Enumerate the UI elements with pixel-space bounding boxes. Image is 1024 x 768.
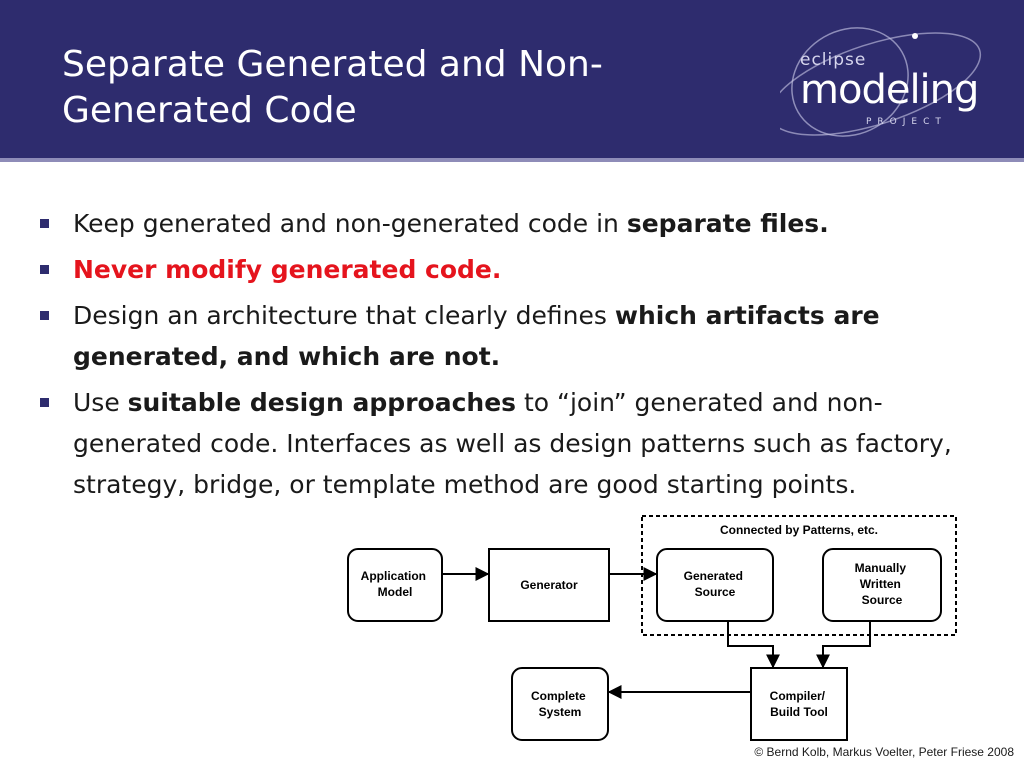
bullet-text: Keep generated and non-generated code in — [73, 209, 627, 238]
application-model-line-2: Model — [378, 585, 413, 599]
square-bullet-icon — [40, 398, 49, 407]
bullet-emphasis: separate files. — [626, 209, 829, 238]
slide-title: Separate Generated and Non-Generated Cod… — [62, 44, 603, 131]
bullet-item-4: Use suitable design approaches to “join”… — [36, 382, 953, 505]
generator-box — [488, 548, 610, 622]
svg-text:Generated Source: Generated Source — [684, 569, 747, 599]
compiler-build-tool-box — [750, 667, 848, 741]
application-model-line-1: Application — [361, 569, 426, 583]
square-bullet-icon — [40, 265, 49, 274]
bullet-text-continued: to “join” generated and non-generated co… — [73, 388, 952, 499]
bullet-item-1: Keep generated and non-generated code in… — [36, 203, 956, 244]
arrow-generated-to-compiler — [727, 621, 780, 669]
logo-modeling-text: modeling — [800, 67, 979, 113]
bullet-emphasis: suitable design approaches — [127, 388, 517, 417]
bullet-warning-text: Never modify generated code. — [73, 255, 502, 284]
svg-text:Manually Written Sourc: Manually Written Source — [855, 561, 910, 607]
manually-written-source-box — [822, 548, 942, 622]
bullet-list: Keep generated and non-generated code in… — [36, 203, 956, 510]
code-generation-diagram: Connected by Patterns, etc. Application … — [347, 515, 957, 741]
svg-text:Compiler/ Build Tool: Compiler/ Build Tool — [770, 689, 829, 719]
generated-source-line-2: Source — [695, 585, 736, 599]
manual-source-line-3: Source — [862, 593, 903, 607]
generated-source-box — [656, 548, 774, 622]
bullet-emphasis: which artifacts are generated, and which… — [73, 301, 880, 371]
compiler-line-1: Compiler/ — [770, 689, 826, 703]
svg-text:Application Model: Application Model — [361, 569, 430, 599]
complete-system-line-2: System — [539, 705, 582, 719]
application-model-box — [347, 548, 443, 622]
orbit-logo-icon — [780, 27, 982, 137]
manual-source-line-1: Manually — [855, 561, 907, 575]
bullet-text: Use — [73, 388, 128, 417]
logo-project-text: PROJECT — [866, 117, 947, 127]
svg-text:Complete System: Complete System — [531, 689, 589, 719]
bullet-item-3: Design an architecture that clearly defi… — [36, 295, 956, 377]
square-bullet-icon — [40, 219, 49, 228]
generated-source-line-1: Generated — [684, 569, 743, 583]
logo-eclipse-text: eclipse — [800, 50, 867, 70]
bullet-text: Design an architecture that clearly defi… — [73, 301, 615, 330]
manual-source-line-2: Written — [860, 577, 901, 591]
pattern-group-label: Connected by Patterns, etc. — [720, 523, 878, 537]
copyright-notice: © Bernd Kolb, Markus Voelter, Peter Frie… — [754, 745, 1014, 759]
compiler-line-2: Build Tool — [770, 705, 828, 719]
pattern-group-border — [641, 515, 957, 636]
complete-system-box — [511, 667, 609, 741]
generator-label: Generator — [520, 578, 578, 592]
arrow-manual-to-compiler — [816, 621, 871, 669]
complete-system-line-1: Complete — [531, 689, 586, 703]
square-bullet-icon — [40, 311, 49, 320]
bullet-item-2: Never modify generated code. — [36, 249, 956, 290]
header-divider — [0, 158, 1024, 162]
